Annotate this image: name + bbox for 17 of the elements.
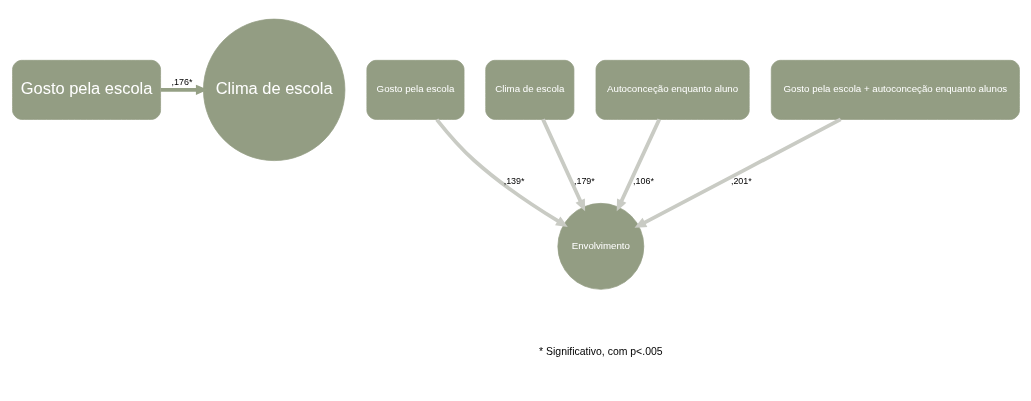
node-circle: Envolvimento (557, 203, 644, 290)
node-box: Gosto pela escola (366, 59, 464, 120)
edge-label: ,106* (632, 176, 654, 187)
edge-label: ,201* (730, 176, 752, 187)
node-box: Autoconceção enquanto aluno (595, 59, 750, 120)
label: * Significativo, com p<.005 (538, 346, 663, 358)
edge-label: ,176* (170, 77, 192, 88)
edge-label: ,179* (573, 176, 595, 187)
node-circle: Clima de escola (202, 18, 345, 161)
node-box: Clima de escola (484, 59, 574, 120)
edge-label: ,139* (503, 176, 525, 187)
arrow (616, 118, 661, 212)
arrow (634, 117, 841, 228)
arrow (434, 118, 568, 227)
node-box: Gosto pela escola + autoconceção enquanto alunos (770, 59, 1020, 120)
node-box: Gosto pela escola (11, 59, 161, 120)
arrow (540, 118, 585, 212)
